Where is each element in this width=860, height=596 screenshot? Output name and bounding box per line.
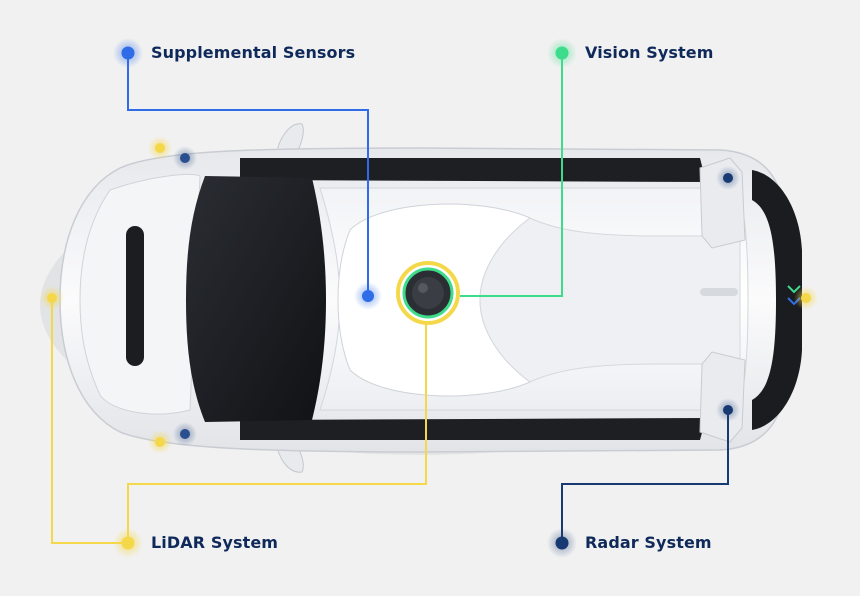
connector-lines <box>51 53 729 544</box>
supplemental-sensors-icon <box>113 38 143 68</box>
sensor-markers <box>40 136 818 454</box>
vehicle <box>40 123 802 473</box>
radar-system-icon <box>547 528 577 558</box>
vision-system-label: Vision System <box>585 43 714 62</box>
radar-system-label: Radar System <box>585 533 712 552</box>
lidar-system-label: LiDAR System <box>151 533 279 552</box>
supplemental-sensors-label: Supplemental Sensors <box>151 43 356 62</box>
vision-system-icon <box>547 38 577 68</box>
lidar-system-icon <box>113 528 143 558</box>
lidar-dome-rings <box>396 261 460 325</box>
